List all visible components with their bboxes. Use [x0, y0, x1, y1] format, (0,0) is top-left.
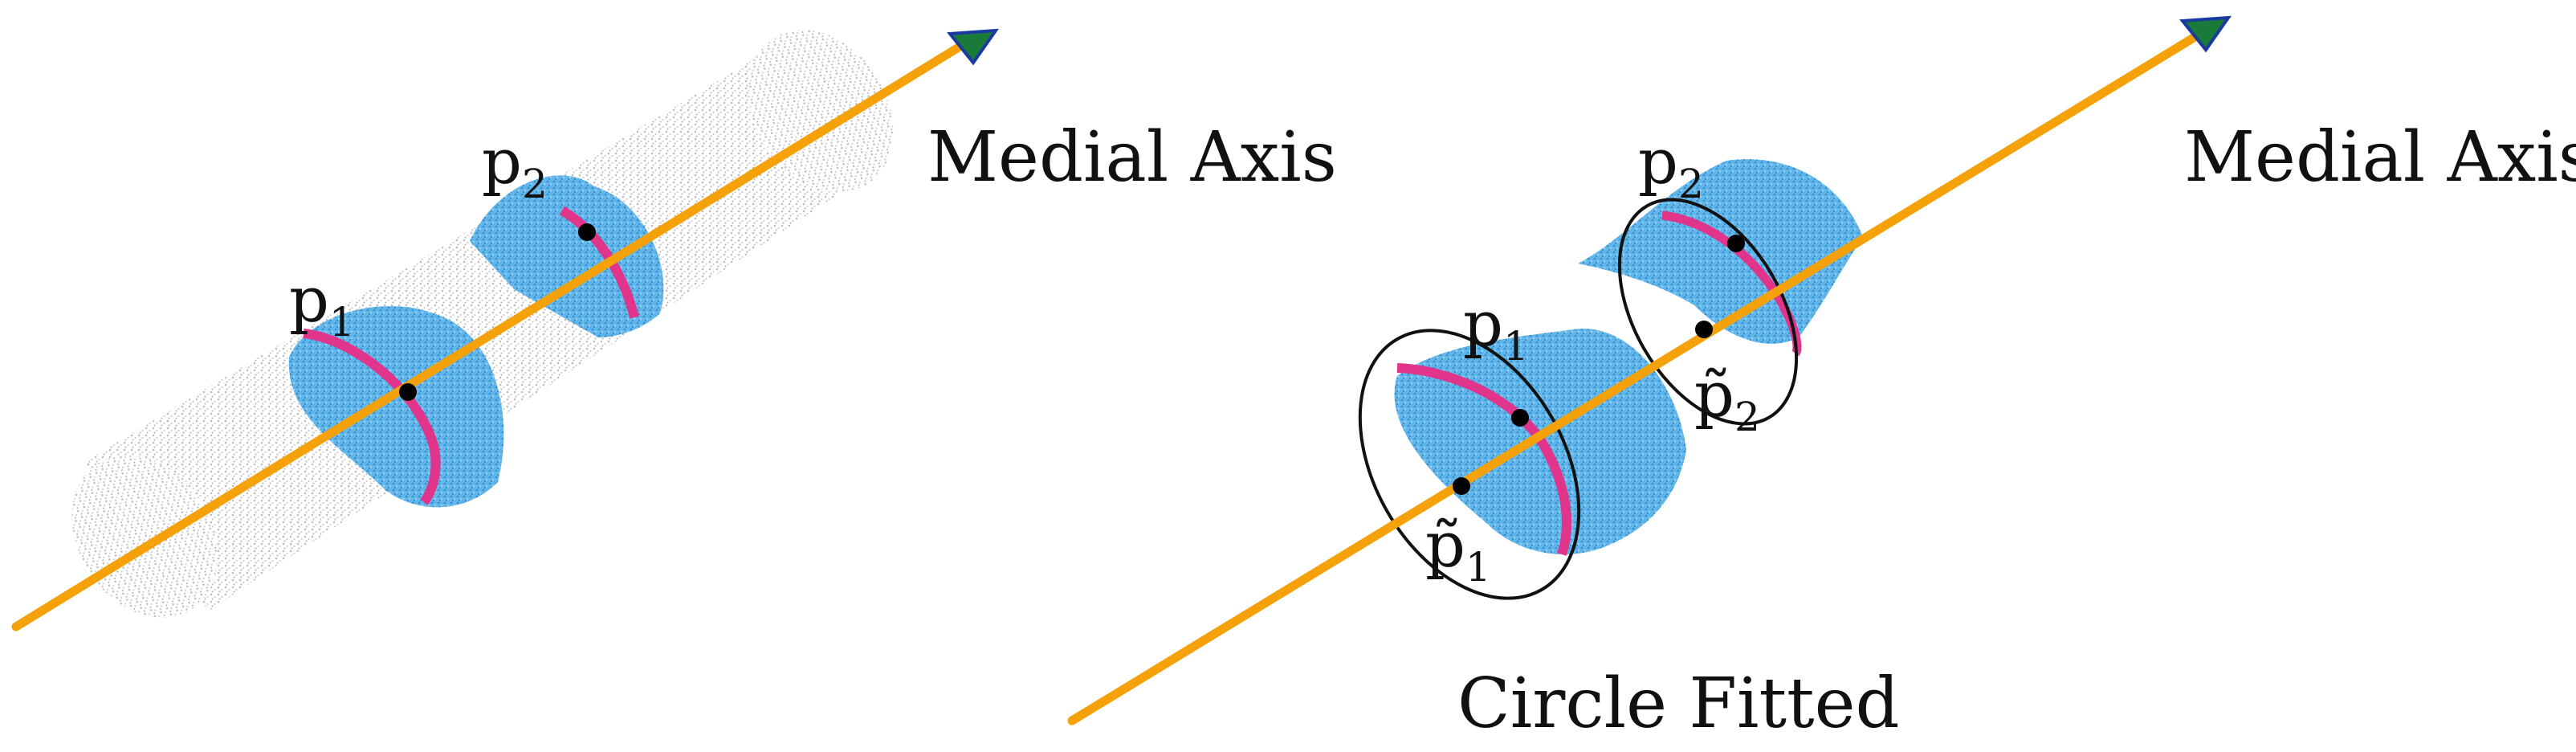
ring-p1-right — [1396, 363, 1572, 556]
point-p1 — [399, 383, 417, 401]
ring-p2 — [559, 206, 639, 319]
fitted-circle-p2 — [1617, 198, 1799, 426]
right-panel: p1 p2 p̃1 p̃2 Medial Axis Circle Fitted — [1067, 15, 2576, 744]
medial-axis-label-right: Medial Axis — [2184, 117, 2576, 198]
point-p2 — [578, 223, 596, 241]
label-p2: p2 — [482, 126, 548, 207]
medial-axis-label-left: Medial Axis — [927, 117, 1337, 198]
label-p1-fitted: p̃1 — [1425, 509, 1491, 591]
point-p2-right — [1727, 235, 1745, 252]
arrow-head-icon — [947, 28, 1000, 66]
label-p2-fitted: p̃2 — [1694, 359, 1760, 440]
cylinder-point-cloud — [71, 30, 894, 618]
left-panel: p1 p2 Medial Axis — [11, 28, 1337, 631]
label-p2-right: p2 — [1638, 126, 1704, 207]
arrow-head-icon-right — [2179, 15, 2232, 53]
medial-axis-line-right — [1067, 31, 2201, 725]
point-p1-right — [1511, 409, 1529, 427]
label-p1: p1 — [289, 264, 355, 345]
slice-p1-right — [1358, 329, 1686, 600]
fitted-circle-p1 — [1358, 329, 1581, 600]
label-p1-right: p1 — [1463, 288, 1529, 370]
ring-p1 — [303, 329, 441, 505]
caption-circle-fitted: Circle Fitted — [1457, 664, 1900, 744]
slice-p2 — [470, 175, 664, 337]
point-p1-fitted — [1453, 477, 1470, 495]
point-p2-fitted — [1695, 321, 1713, 338]
medial-axis-line — [11, 37, 972, 631]
